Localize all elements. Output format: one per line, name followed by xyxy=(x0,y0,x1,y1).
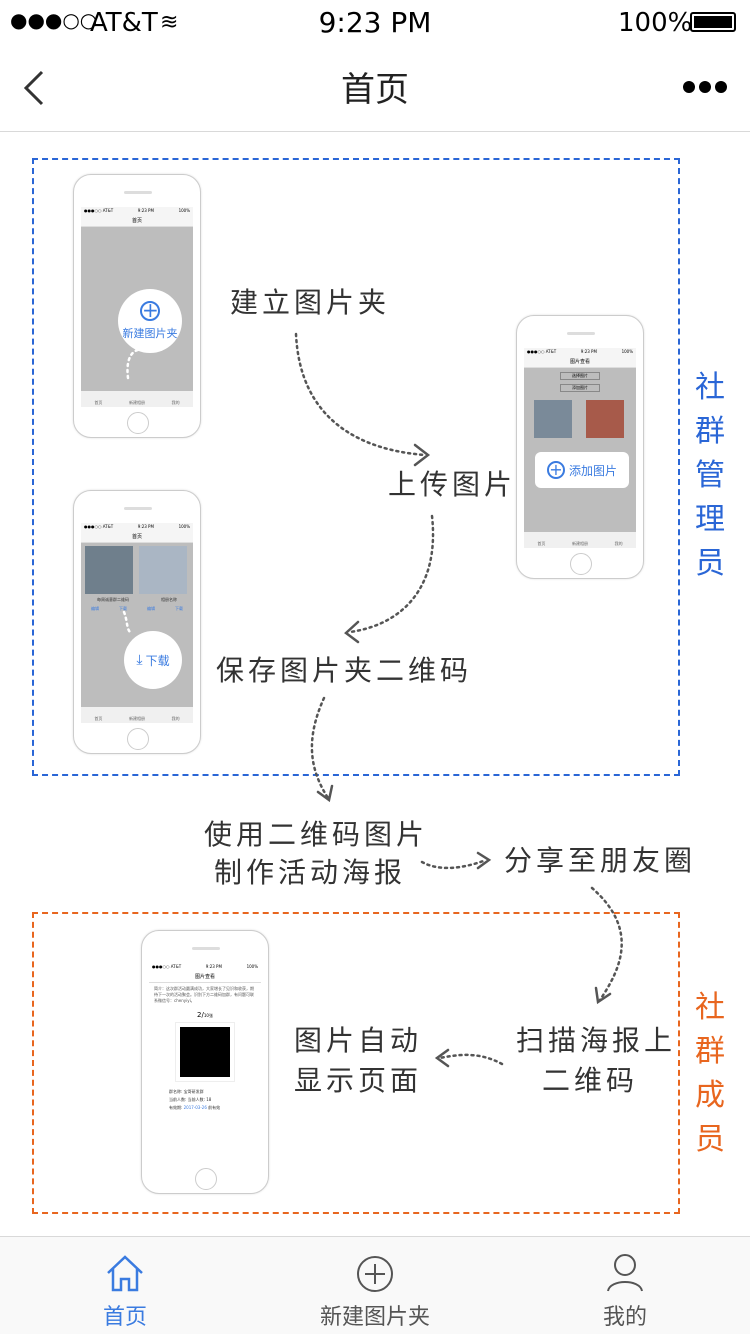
home-icon xyxy=(107,1255,143,1292)
role-admin: 社群管理员 xyxy=(695,370,725,581)
step-share: 分享至朋友圈 xyxy=(504,844,697,877)
battery-icon xyxy=(690,12,736,32)
role-member: 社群成员 xyxy=(695,990,725,1157)
battery-text: 100% xyxy=(618,8,693,38)
nav-bar: 首页 xyxy=(0,44,750,132)
admin-region xyxy=(32,158,680,776)
qr-code xyxy=(175,1022,235,1082)
download-bubble: ⤓下载 xyxy=(124,631,182,689)
wifi-icon: ≋ xyxy=(160,10,179,35)
user-icon xyxy=(607,1254,643,1292)
step-scan: 扫描海报上 xyxy=(516,1024,677,1057)
status-bar: ●●●○○ AT&T ≋ 9:23 PM 100% xyxy=(0,0,750,44)
more-icon[interactable] xyxy=(682,80,728,94)
tab-home[interactable]: 首页 xyxy=(0,1237,250,1335)
plus-circle-icon xyxy=(357,1256,393,1292)
plus-circle-icon: + xyxy=(546,461,565,479)
page-title: 首页 xyxy=(341,70,409,110)
tab-me[interactable]: 我的 xyxy=(500,1237,750,1335)
step-make-poster: 制作活动海报 xyxy=(214,856,407,889)
step-use-qr: 使用二维码图片 xyxy=(204,818,429,851)
step-scan-2: 二维码 xyxy=(542,1064,639,1097)
step-upload: 上传图片 xyxy=(388,468,517,501)
step-auto-show-2: 显示页面 xyxy=(294,1064,423,1097)
download-icon: ⤓ xyxy=(136,652,143,668)
carrier: AT&T xyxy=(90,8,158,38)
chevron-left-icon[interactable] xyxy=(22,70,46,106)
time: 9:23 PM xyxy=(318,6,432,39)
signal: ●●●○○ xyxy=(10,8,98,32)
tab-new-folder[interactable]: 新建图片夹 xyxy=(250,1237,500,1335)
new-folder-bubble: + 新建图片夹 xyxy=(118,289,182,353)
member-region xyxy=(32,912,680,1214)
tab-bar: 首页 新建图片夹 我的 xyxy=(0,1236,750,1334)
step-save-qr: 保存图片夹二维码 xyxy=(216,654,473,687)
add-image-bubble: +添加图片 xyxy=(535,452,629,488)
plus-circle-icon: + xyxy=(140,298,160,322)
step-auto-show: 图片自动 xyxy=(294,1024,423,1057)
step-create-folder: 建立图片夹 xyxy=(230,286,391,319)
